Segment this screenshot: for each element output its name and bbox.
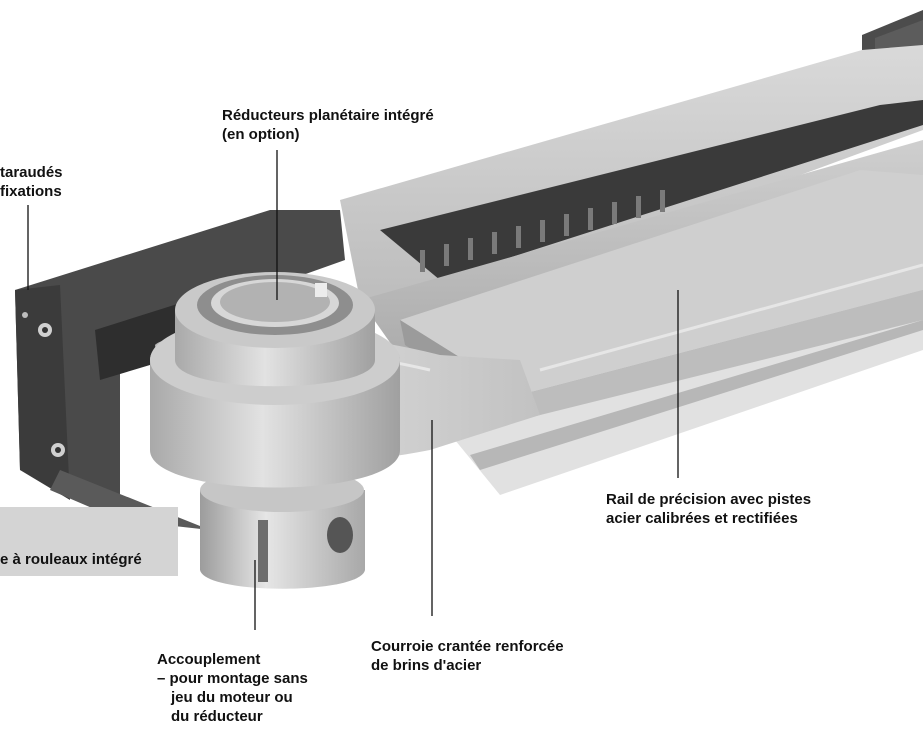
label-line: e à rouleaux intégré [0,551,142,568]
label-threaded-holes: taraudés fixations [0,163,63,201]
key-slot-icon [315,283,327,297]
label-line: Courroie crantée renforcée [371,638,564,655]
label-line: jeu du moteur ou [171,689,293,706]
label-line: Accouplement [157,651,261,668]
label-belt: Courroie crantée renforcée de brins d'ac… [371,637,564,675]
leader-lines [27,150,679,630]
label-line: Réducteurs planétaire intégré [222,107,434,124]
label-line: acier calibrées et rectifiées [606,510,798,527]
internal-belt-teeth [420,190,665,272]
label-coupling: Accouplement – pour montage sans jeu du … [157,650,308,726]
label-roller-guide: e à rouleaux intégré [0,550,142,569]
label-line: (en option) [222,126,300,143]
label-line: du réducteur [171,708,263,725]
label-line: taraudés [0,164,63,181]
label-line: – pour montage sans [157,670,308,687]
label-line: de brins d'acier [371,657,482,674]
callout-box [0,507,178,576]
label-gearbox: Réducteurs planétaire intégré (en option… [222,106,434,144]
planetary-gearbox [175,272,375,387]
label-rail: Rail de précision avec pistes acier cali… [606,490,811,528]
clamp-screw-hole-icon [327,517,353,553]
label-line: Rail de précision avec pistes [606,491,812,508]
label-line: fixations [0,183,62,200]
